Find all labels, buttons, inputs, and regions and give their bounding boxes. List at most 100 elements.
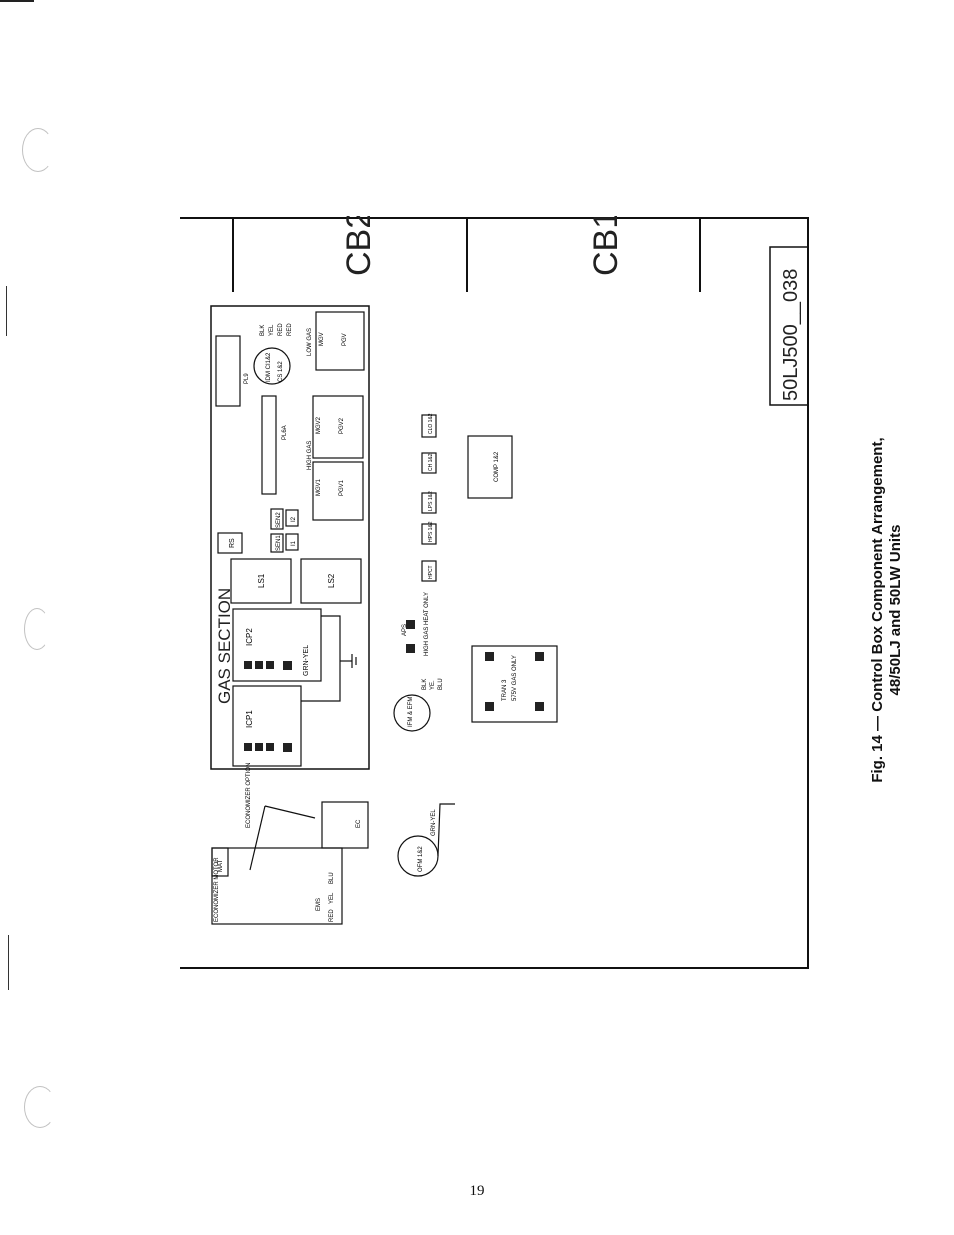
aps-label: APS bbox=[402, 624, 408, 636]
ofm-label: OFM 1&2 bbox=[418, 846, 424, 872]
econ-wire-yel-label: YEL bbox=[329, 892, 335, 904]
economizer-option-leader bbox=[249, 805, 316, 871]
pressure-switches: HPCT HPS 1&2 LPS 1&2 CH 1&2 CLO 1&2 bbox=[421, 413, 437, 582]
pl6a-connector bbox=[261, 395, 277, 495]
ofm-grn-yel-label: GRN-YEL bbox=[431, 809, 437, 836]
icp2-label: ICP2 bbox=[245, 628, 254, 646]
comp-contactor: COMP 1&2 bbox=[467, 435, 513, 499]
aps-switch: APS HIGH GAS HEAT ONLY bbox=[402, 592, 430, 656]
rs-relay bbox=[217, 532, 243, 554]
wire-red-label: RED bbox=[278, 323, 284, 336]
margin-mark bbox=[6, 286, 7, 336]
cs-label: CS 1&2 bbox=[278, 361, 284, 382]
econ-wire-blu-label: BLU bbox=[329, 872, 335, 884]
sen2-sensor bbox=[270, 508, 284, 530]
figure-caption-line-2: 48/50LJ and 50LW Units bbox=[887, 524, 904, 696]
page-corner-mark bbox=[0, 0, 34, 2]
ls2-switch bbox=[300, 558, 362, 604]
pgv-label: PGV bbox=[342, 333, 348, 346]
ifm-wire-yel-label: YE. bbox=[430, 680, 436, 690]
hpct-switch bbox=[421, 560, 437, 582]
pl6a-label: PL6A bbox=[282, 425, 288, 440]
economizer-motor: ECONOMIZER MOTOR EMS RED YEL BLU MAT EC … bbox=[211, 763, 369, 925]
economizer-motor-label: ECONOMIZER MOTOR bbox=[214, 857, 220, 922]
ems-label: EMS bbox=[316, 898, 322, 911]
icp-terminals bbox=[244, 661, 292, 752]
wire-yel-label: YEL bbox=[269, 324, 275, 336]
pl9-connector bbox=[215, 335, 241, 407]
i1-label: I1 bbox=[291, 540, 297, 546]
mgv1-label: MGV1 bbox=[316, 478, 322, 496]
ec-label: EC bbox=[356, 819, 362, 828]
hpct-label: HPCT bbox=[428, 565, 434, 579]
page-number: 19 bbox=[469, 1183, 485, 1199]
ground-wire bbox=[301, 615, 341, 702]
tran3-note: 575V GAS ONLY bbox=[512, 655, 518, 701]
tran3-label: TRAN 3 bbox=[502, 679, 508, 701]
hps-label: HPS 1&2 bbox=[428, 521, 434, 542]
high-gas-heat-label: HIGH GAS HEAT ONLY bbox=[424, 592, 430, 656]
mat-label: MAT bbox=[218, 859, 224, 872]
figure-caption-line-1: Fig. 14 — Control Box Component Arrangem… bbox=[869, 437, 886, 783]
ofm-motor: OFM 1&2 GRN-YEL bbox=[397, 803, 455, 877]
gas-section: GAS SECTION ICP1 ICP2 GRN-YEL LS1 LS2 RS… bbox=[210, 305, 370, 770]
lps-label: LPS 1&2 bbox=[428, 491, 434, 511]
ls2-label: LS2 bbox=[327, 573, 336, 588]
i2-igniter bbox=[285, 509, 299, 527]
comp-label: COMP 1&2 bbox=[494, 451, 500, 482]
clo-switch bbox=[421, 414, 437, 438]
rs-label: RS bbox=[229, 538, 236, 548]
icp1-label: ICP1 bbox=[245, 710, 254, 728]
idm-motor-label: IDM CI1&2 bbox=[266, 352, 272, 382]
high-gas-label: HIGH GAS bbox=[307, 441, 313, 470]
tran3-transformer: TRAN 3 575V GAS ONLY bbox=[471, 645, 558, 723]
mat-sensor bbox=[211, 847, 229, 877]
cb1-label: CB1 bbox=[587, 216, 625, 276]
pgv2-label: PGV2 bbox=[339, 417, 345, 434]
control-box-diagram: CB2 CB1 50LJ500__038 GAS SECTION ICP1 IC… bbox=[180, 216, 810, 969]
ch-heater bbox=[421, 452, 437, 474]
ls1-label: LS1 bbox=[257, 573, 266, 588]
idm-motor bbox=[253, 347, 291, 385]
ifm-efm-motor: IFM & EFM BLK YE. BLU bbox=[393, 678, 444, 732]
sen1-label: SEN1 bbox=[276, 535, 282, 551]
pl9-label: PL9 bbox=[244, 373, 250, 384]
ec-controller bbox=[321, 801, 369, 849]
gas-section-title: GAS SECTION bbox=[215, 588, 234, 704]
lps-switch bbox=[421, 492, 437, 514]
idm-wire-labels: BLK YEL RED RED bbox=[260, 323, 293, 336]
sen1-sensor bbox=[270, 533, 284, 553]
ifm-label: IFM & EFM bbox=[408, 697, 414, 727]
economizer-option-label: ECONOMIZER OPTION bbox=[246, 763, 252, 828]
low-gas-label: LOW GAS bbox=[307, 328, 313, 356]
wire-blk-label: BLK bbox=[260, 325, 266, 336]
icp-grn-yel-label: GRN-YEL bbox=[303, 645, 310, 676]
binder-hole-mark bbox=[22, 128, 54, 172]
i2-label: I2 bbox=[291, 516, 297, 522]
econ-wire-red-label: RED bbox=[329, 909, 335, 922]
low-gas-valve bbox=[315, 311, 365, 371]
icp2-board bbox=[232, 608, 322, 682]
margin-mark bbox=[8, 935, 9, 990]
drawing-number-block: 50LJ500__038 bbox=[769, 246, 809, 406]
high-gas-valve-1 bbox=[312, 461, 364, 521]
sen2-label: SEN2 bbox=[276, 512, 282, 528]
wire-red-label: RED bbox=[287, 323, 293, 336]
control-box-outline bbox=[180, 217, 809, 969]
ifm-wire-blk-label: BLK bbox=[422, 679, 428, 690]
mgv-label: MGV bbox=[319, 332, 325, 346]
icp1-board bbox=[232, 685, 302, 767]
ofm-ground-wire bbox=[437, 803, 455, 857]
high-gas-valve-2 bbox=[312, 395, 364, 459]
cb2-label: CB2 bbox=[340, 216, 378, 276]
ch-label: CH 1&2 bbox=[428, 453, 434, 471]
figure-caption: Fig. 14 — Control Box Component Arrangem… bbox=[869, 410, 905, 810]
ground-symbol bbox=[340, 654, 357, 668]
clo-label: CLO 1&2 bbox=[428, 413, 434, 434]
control-box-drawing: CB2 CB1 50LJ500__038 GAS SECTION ICP1 IC… bbox=[180, 216, 809, 969]
hps-switch bbox=[421, 523, 437, 545]
binder-hole-mark bbox=[24, 1086, 56, 1128]
ls1-switch bbox=[230, 558, 292, 604]
pgv1-label: PGV1 bbox=[339, 479, 345, 496]
binder-hole-mark bbox=[24, 608, 50, 650]
